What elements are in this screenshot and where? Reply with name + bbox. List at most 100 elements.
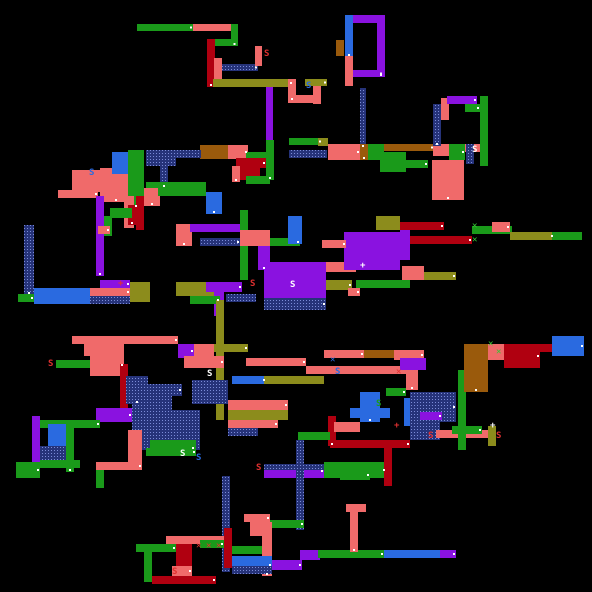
map-room — [18, 294, 34, 302]
map-room — [552, 336, 584, 356]
door-marker — [362, 145, 364, 147]
item-marker-icon: + — [360, 261, 366, 271]
door-marker — [190, 26, 192, 29]
door-marker — [363, 157, 365, 159]
door-marker — [129, 414, 131, 416]
map-room — [40, 446, 66, 460]
door-marker — [357, 291, 359, 293]
save-point-icon: S — [306, 81, 311, 91]
door-marker — [263, 267, 265, 269]
door-marker — [239, 286, 241, 288]
map-room — [356, 280, 410, 288]
door-marker — [301, 523, 303, 525]
map-room — [224, 528, 232, 568]
map-room — [232, 546, 262, 554]
map-room — [326, 262, 356, 272]
door-marker — [267, 517, 269, 519]
map-room — [96, 196, 104, 276]
map-room — [264, 376, 324, 384]
door-marker — [233, 43, 236, 45]
map-room — [318, 138, 328, 146]
door-marker — [266, 573, 268, 575]
door-layer — [28, 26, 583, 581]
door-marker — [551, 235, 553, 237]
map-room — [136, 196, 144, 230]
door-marker — [453, 275, 455, 277]
map-room — [340, 470, 370, 480]
map-room — [400, 222, 444, 230]
door-marker — [324, 81, 326, 84]
map-room — [288, 95, 318, 103]
map-room — [150, 440, 196, 448]
cross-marker-icon: ✕ — [396, 367, 401, 377]
map-room — [289, 150, 327, 158]
map-room — [228, 400, 288, 410]
door-marker — [297, 241, 299, 243]
save-point-icon: S — [256, 463, 261, 473]
map-room — [146, 448, 196, 456]
map-room — [160, 158, 168, 188]
map-room — [84, 344, 124, 356]
map-room — [296, 440, 304, 530]
save-point-icon: S — [496, 431, 501, 441]
item-marker-icon: + — [118, 279, 124, 289]
map-room — [158, 188, 206, 196]
map-room — [172, 566, 192, 576]
save-point-icon: S — [472, 145, 477, 155]
map-room — [166, 536, 226, 544]
map-room — [289, 138, 322, 145]
map-room — [380, 152, 406, 172]
map-room — [313, 86, 321, 104]
map-room — [193, 24, 233, 31]
room-layer — [16, 15, 584, 584]
door-marker — [235, 179, 237, 181]
map-room — [213, 39, 238, 46]
map-room — [510, 232, 554, 240]
door-marker — [189, 570, 191, 572]
map-room — [206, 282, 242, 292]
map-room — [128, 150, 144, 208]
map-room — [330, 440, 410, 448]
map-room — [136, 544, 176, 552]
map-room — [214, 58, 222, 84]
map-room — [228, 428, 258, 436]
map-room — [449, 144, 465, 160]
door-marker — [357, 151, 359, 153]
door-marker — [193, 451, 195, 453]
save-point-icon: S — [376, 399, 381, 409]
door-marker — [436, 143, 438, 145]
door-marker — [99, 273, 101, 275]
map-room — [345, 56, 353, 86]
door-marker — [269, 177, 271, 179]
map-room — [350, 512, 358, 552]
map-room — [222, 476, 230, 572]
map-room — [492, 222, 510, 232]
map-room — [152, 576, 216, 584]
door-marker — [469, 239, 471, 241]
map-room — [465, 144, 485, 152]
map-room — [377, 15, 385, 77]
map-room — [192, 380, 228, 404]
map-room — [300, 550, 320, 560]
map-room — [56, 360, 90, 368]
map-room — [178, 344, 194, 358]
map-room — [346, 504, 366, 512]
map-room — [424, 272, 456, 280]
door-marker — [343, 243, 345, 245]
save-point-icon: S — [48, 359, 53, 369]
map-room — [452, 426, 482, 434]
door-marker — [425, 163, 427, 165]
map-room — [384, 550, 440, 558]
door-marker — [581, 345, 583, 347]
door-marker — [303, 361, 305, 363]
door-marker — [245, 347, 247, 349]
door-marker — [348, 54, 350, 56]
door-marker — [441, 225, 443, 227]
door-marker — [291, 98, 293, 100]
save-point-icon: S — [172, 567, 177, 577]
map-room — [144, 552, 152, 582]
door-marker — [127, 291, 129, 293]
map-room — [213, 79, 293, 87]
map-room — [255, 46, 262, 66]
